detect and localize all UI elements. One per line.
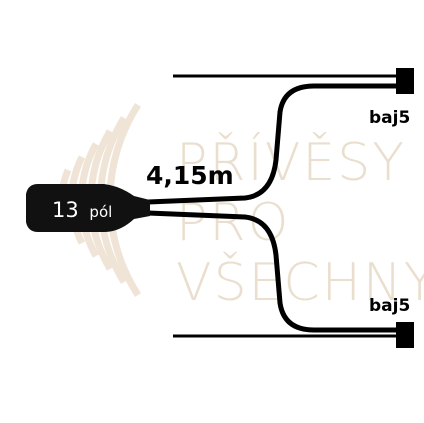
cable-length-label: 4,15m [146, 161, 234, 190]
plug-bottom [396, 322, 414, 348]
watermark-line-1: PŘÍVĚSY [176, 132, 406, 193]
plug-top-body [396, 68, 414, 94]
trunk-wire-top [147, 83, 398, 205]
trunk-wire-bottom [147, 210, 398, 333]
connector-label: 13 pól [52, 198, 112, 222]
watermark-line-3: VŠECHNY [176, 251, 424, 313]
connector-label-number: 13 [52, 198, 79, 222]
cable-wires [147, 83, 398, 333]
connector-body [26, 184, 150, 232]
guide-lines [173, 74, 398, 338]
plug-top [396, 68, 414, 94]
watermark-text: PŘÍVĚSY PRO VŠECHNY [176, 132, 424, 313]
plug-top-label: baj5 [369, 108, 410, 128]
connector-13-pin: 13 pól [26, 184, 150, 232]
plug-bottom-label: baj5 [369, 296, 410, 316]
watermark-line-2: PRO [176, 193, 290, 253]
connector-label-suffix: pól [89, 203, 112, 221]
plug-bottom-body [396, 322, 414, 348]
